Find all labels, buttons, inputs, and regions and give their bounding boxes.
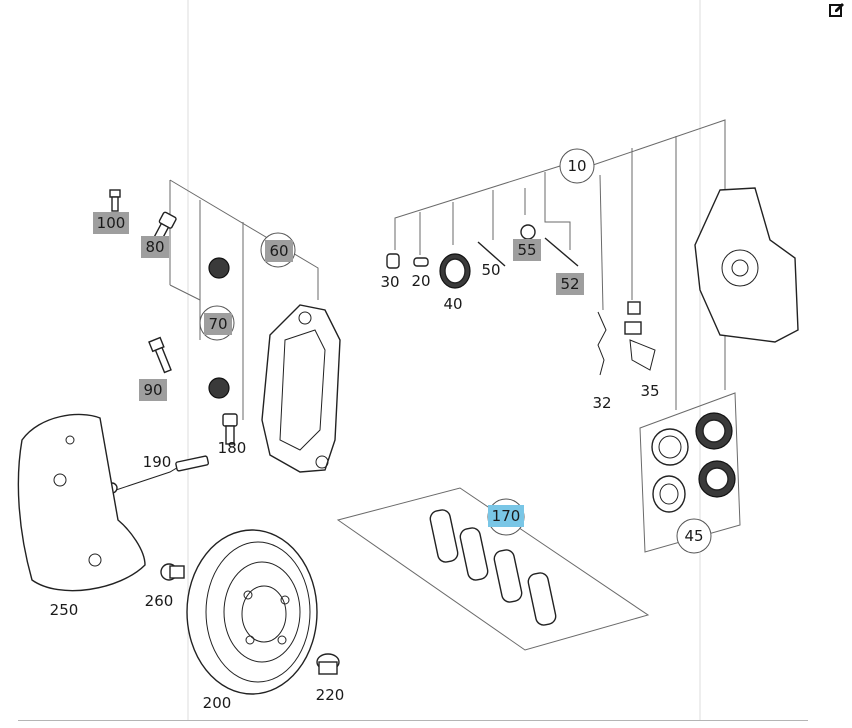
svg-text:45: 45 — [684, 527, 703, 545]
callout-80[interactable]: 80 — [141, 236, 169, 258]
part-bolt-90 — [148, 336, 172, 374]
part-brake-pads-170 — [429, 509, 557, 626]
svg-text:90: 90 — [143, 381, 162, 399]
part-splash-shield-250 — [17, 413, 146, 592]
callout-35[interactable]: 35 — [640, 382, 659, 400]
svg-text:70: 70 — [208, 315, 227, 333]
svg-text:250: 250 — [50, 601, 79, 619]
svg-text:220: 220 — [316, 686, 345, 704]
bottom-divider — [18, 720, 808, 721]
callout-55[interactable]: 55 — [513, 239, 541, 261]
callout-50[interactable]: 50 — [481, 261, 500, 279]
callout-90[interactable]: 90 — [139, 379, 167, 401]
callout-60[interactable]: 60 — [265, 240, 293, 262]
callout-40[interactable]: 40 — [443, 295, 462, 313]
part-seal-kit-45 — [651, 412, 736, 513]
svg-text:52: 52 — [560, 275, 579, 293]
callout-30[interactable]: 30 — [380, 273, 399, 291]
part-caliper-carrier-60 — [261, 304, 341, 473]
svg-text:55: 55 — [517, 241, 536, 259]
callout-32[interactable]: 32 — [592, 394, 611, 412]
svg-text:40: 40 — [443, 295, 462, 313]
callout-170[interactable]: 170 — [488, 505, 524, 527]
svg-text:260: 260 — [145, 592, 174, 610]
part-bolt-100 — [109, 189, 121, 212]
edit-pencil-icon[interactable] — [826, 0, 848, 20]
svg-text:80: 80 — [145, 238, 164, 256]
svg-text:10: 10 — [567, 157, 586, 175]
callout-circle-10 — [559, 148, 595, 184]
part-bolt-220 — [316, 653, 340, 675]
svg-text:100: 100 — [97, 214, 126, 232]
part-bleeder-20 — [413, 257, 429, 267]
part-brake-disc-200 — [186, 529, 318, 695]
part-seal-40 — [439, 253, 471, 289]
callout-circle-45 — [676, 518, 712, 554]
callout-70[interactable]: 70 — [204, 313, 232, 335]
part-clips-35 — [624, 301, 656, 371]
svg-text:32: 32 — [592, 394, 611, 412]
part-boot-55 — [520, 224, 536, 240]
callout-250[interactable]: 250 — [50, 601, 79, 619]
part-steering-knuckle — [694, 187, 799, 343]
callout-52[interactable]: 52 — [556, 273, 584, 295]
part-guide-pin-50 — [477, 241, 506, 267]
callout-20[interactable]: 20 — [411, 272, 430, 290]
callout-45[interactable]: 45 — [684, 527, 703, 545]
part-bolt-180 — [222, 413, 238, 445]
part-cap-30 — [386, 253, 400, 269]
svg-text:30: 30 — [380, 273, 399, 291]
svg-text:20: 20 — [411, 272, 430, 290]
callout-10[interactable]: 10 — [567, 157, 586, 175]
callout-200[interactable]: 200 — [203, 694, 232, 712]
svg-text:35: 35 — [640, 382, 659, 400]
svg-text:200: 200 — [203, 694, 232, 712]
part-bushing-70b — [208, 377, 230, 399]
callout-190[interactable]: 190 — [143, 453, 172, 471]
svg-text:170: 170 — [492, 507, 521, 525]
part-nut-260 — [160, 563, 185, 581]
callout-260[interactable]: 260 — [145, 592, 174, 610]
svg-text:50: 50 — [481, 261, 500, 279]
svg-text:180: 180 — [218, 439, 247, 457]
callout-220[interactable]: 220 — [316, 686, 345, 704]
part-bushing-70a — [208, 257, 230, 279]
svg-text:60: 60 — [269, 242, 288, 260]
svg-text:190: 190 — [143, 453, 172, 471]
part-sensor-wire-32 — [597, 311, 607, 376]
callout-100[interactable]: 100 — [93, 212, 129, 234]
callout-180[interactable]: 180 — [218, 439, 247, 457]
part-pin-52 — [544, 237, 579, 267]
